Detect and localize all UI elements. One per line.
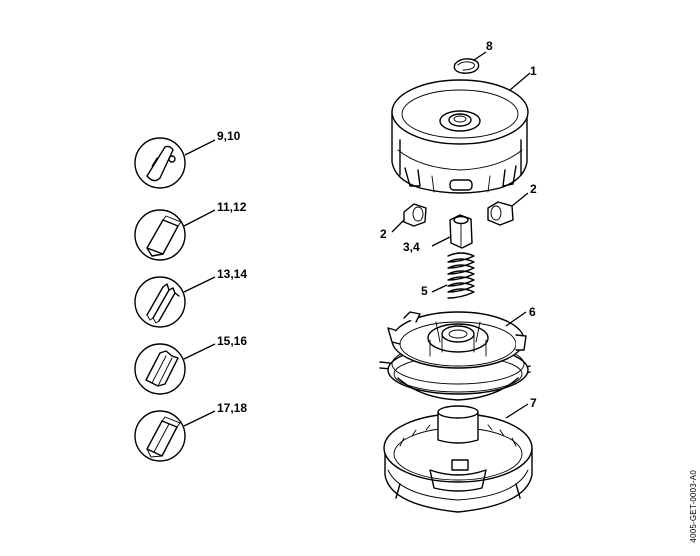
callout-15-16: 15,16 <box>217 334 247 348</box>
callout-8: 8 <box>486 39 493 53</box>
callout-2-left: 2 <box>380 227 387 241</box>
line-profile-11-12: 11,12 <box>134 200 247 261</box>
callout-7: 7 <box>530 396 537 410</box>
part-3-4-nut: 3,4 <box>403 214 473 254</box>
callout-6: 6 <box>529 305 536 319</box>
callout-17-18: 17,18 <box>217 401 247 415</box>
line-profile-15-16: 15,16 <box>134 334 247 395</box>
part-2-eyelet-right: 2 <box>487 182 537 226</box>
part-7-base: 7 <box>383 396 537 513</box>
callout-11-12: 11,12 <box>217 200 247 214</box>
line-profile-9-10: 9,10 <box>134 129 241 189</box>
callout-5: 5 <box>421 284 428 298</box>
drawing-code: 4005-GET-0003-A0 <box>689 470 698 543</box>
callout-13-14: 13,14 <box>217 267 247 281</box>
part-8-snap-ring: 8 <box>453 39 493 74</box>
callout-1: 1 <box>530 64 537 78</box>
line-profile-17-18: 17,18 <box>134 401 247 462</box>
line-profile-13-14: 13,14 <box>134 267 247 328</box>
part-1-housing: 1 <box>391 64 537 194</box>
part-6-spool: 6 <box>379 305 536 401</box>
part-2-eyelet-left: 2 <box>380 203 427 241</box>
part-5-spring: 5 <box>421 252 475 299</box>
callout-2-right: 2 <box>530 182 537 196</box>
callout-3-4: 3,4 <box>403 240 420 254</box>
callout-9-10: 9,10 <box>217 129 241 143</box>
